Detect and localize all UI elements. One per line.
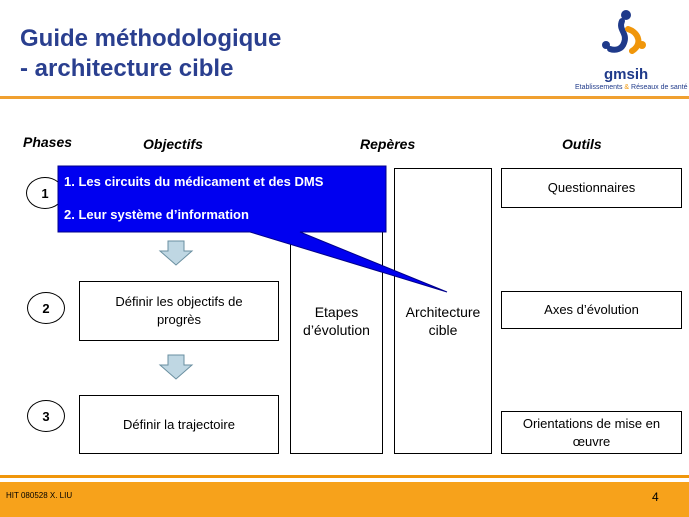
header-outils: Outils bbox=[562, 136, 602, 152]
reperes-architecture-label: Architecture cible bbox=[405, 304, 481, 338]
page-number: 4 bbox=[652, 490, 659, 504]
down-arrow-icon bbox=[158, 354, 194, 380]
header-phases: Phases bbox=[23, 134, 73, 150]
reperes-etapes-label: Etapes d’évolution bbox=[303, 304, 370, 338]
objectif-box-3: Définir la trajectoire bbox=[79, 395, 279, 454]
down-arrow-icon bbox=[158, 240, 194, 266]
gmsih-logo-icon bbox=[602, 10, 646, 54]
header-objectifs: Objectifs bbox=[143, 136, 203, 152]
footer-bar bbox=[0, 482, 689, 517]
outil-box-3: Orientations de mise en œuvre bbox=[501, 411, 682, 454]
objectif-label-2: Définir les objectifs de progrès bbox=[115, 294, 243, 327]
objectif-box-2: Définir les objectifs de progrès bbox=[79, 281, 279, 341]
phase-circle-3: 3 bbox=[27, 400, 65, 432]
logo-subtitle: Etablissements & Réseaux de santé bbox=[575, 84, 688, 91]
footer-divider bbox=[0, 475, 689, 478]
reperes-architecture-box: Architecture cible bbox=[394, 168, 492, 454]
header-reperes: Repères bbox=[360, 136, 416, 152]
slide-title: Guide méthodologique - architecture cibl… bbox=[20, 25, 282, 82]
logo-name: gmsih bbox=[604, 66, 649, 83]
footer-reference: HIT 080528 X. LIU bbox=[6, 491, 73, 500]
header-divider bbox=[0, 96, 689, 99]
outil-label-2: Axes d’évolution bbox=[544, 302, 639, 317]
outil-box-2: Axes d’évolution bbox=[501, 291, 682, 329]
outil-box-1: Questionnaires bbox=[501, 168, 682, 208]
phase-circle-2: 2 bbox=[27, 292, 65, 324]
objectif-label-3: Définir la trajectoire bbox=[123, 416, 235, 432]
callout-line-2: 2. Leur système d’information bbox=[64, 207, 249, 222]
callout-line-1: 1. Les circuits du médicament et des DMS bbox=[64, 174, 324, 189]
outil-label-3: Orientations de mise en œuvre bbox=[522, 415, 661, 449]
outil-label-1: Questionnaires bbox=[547, 180, 636, 195]
